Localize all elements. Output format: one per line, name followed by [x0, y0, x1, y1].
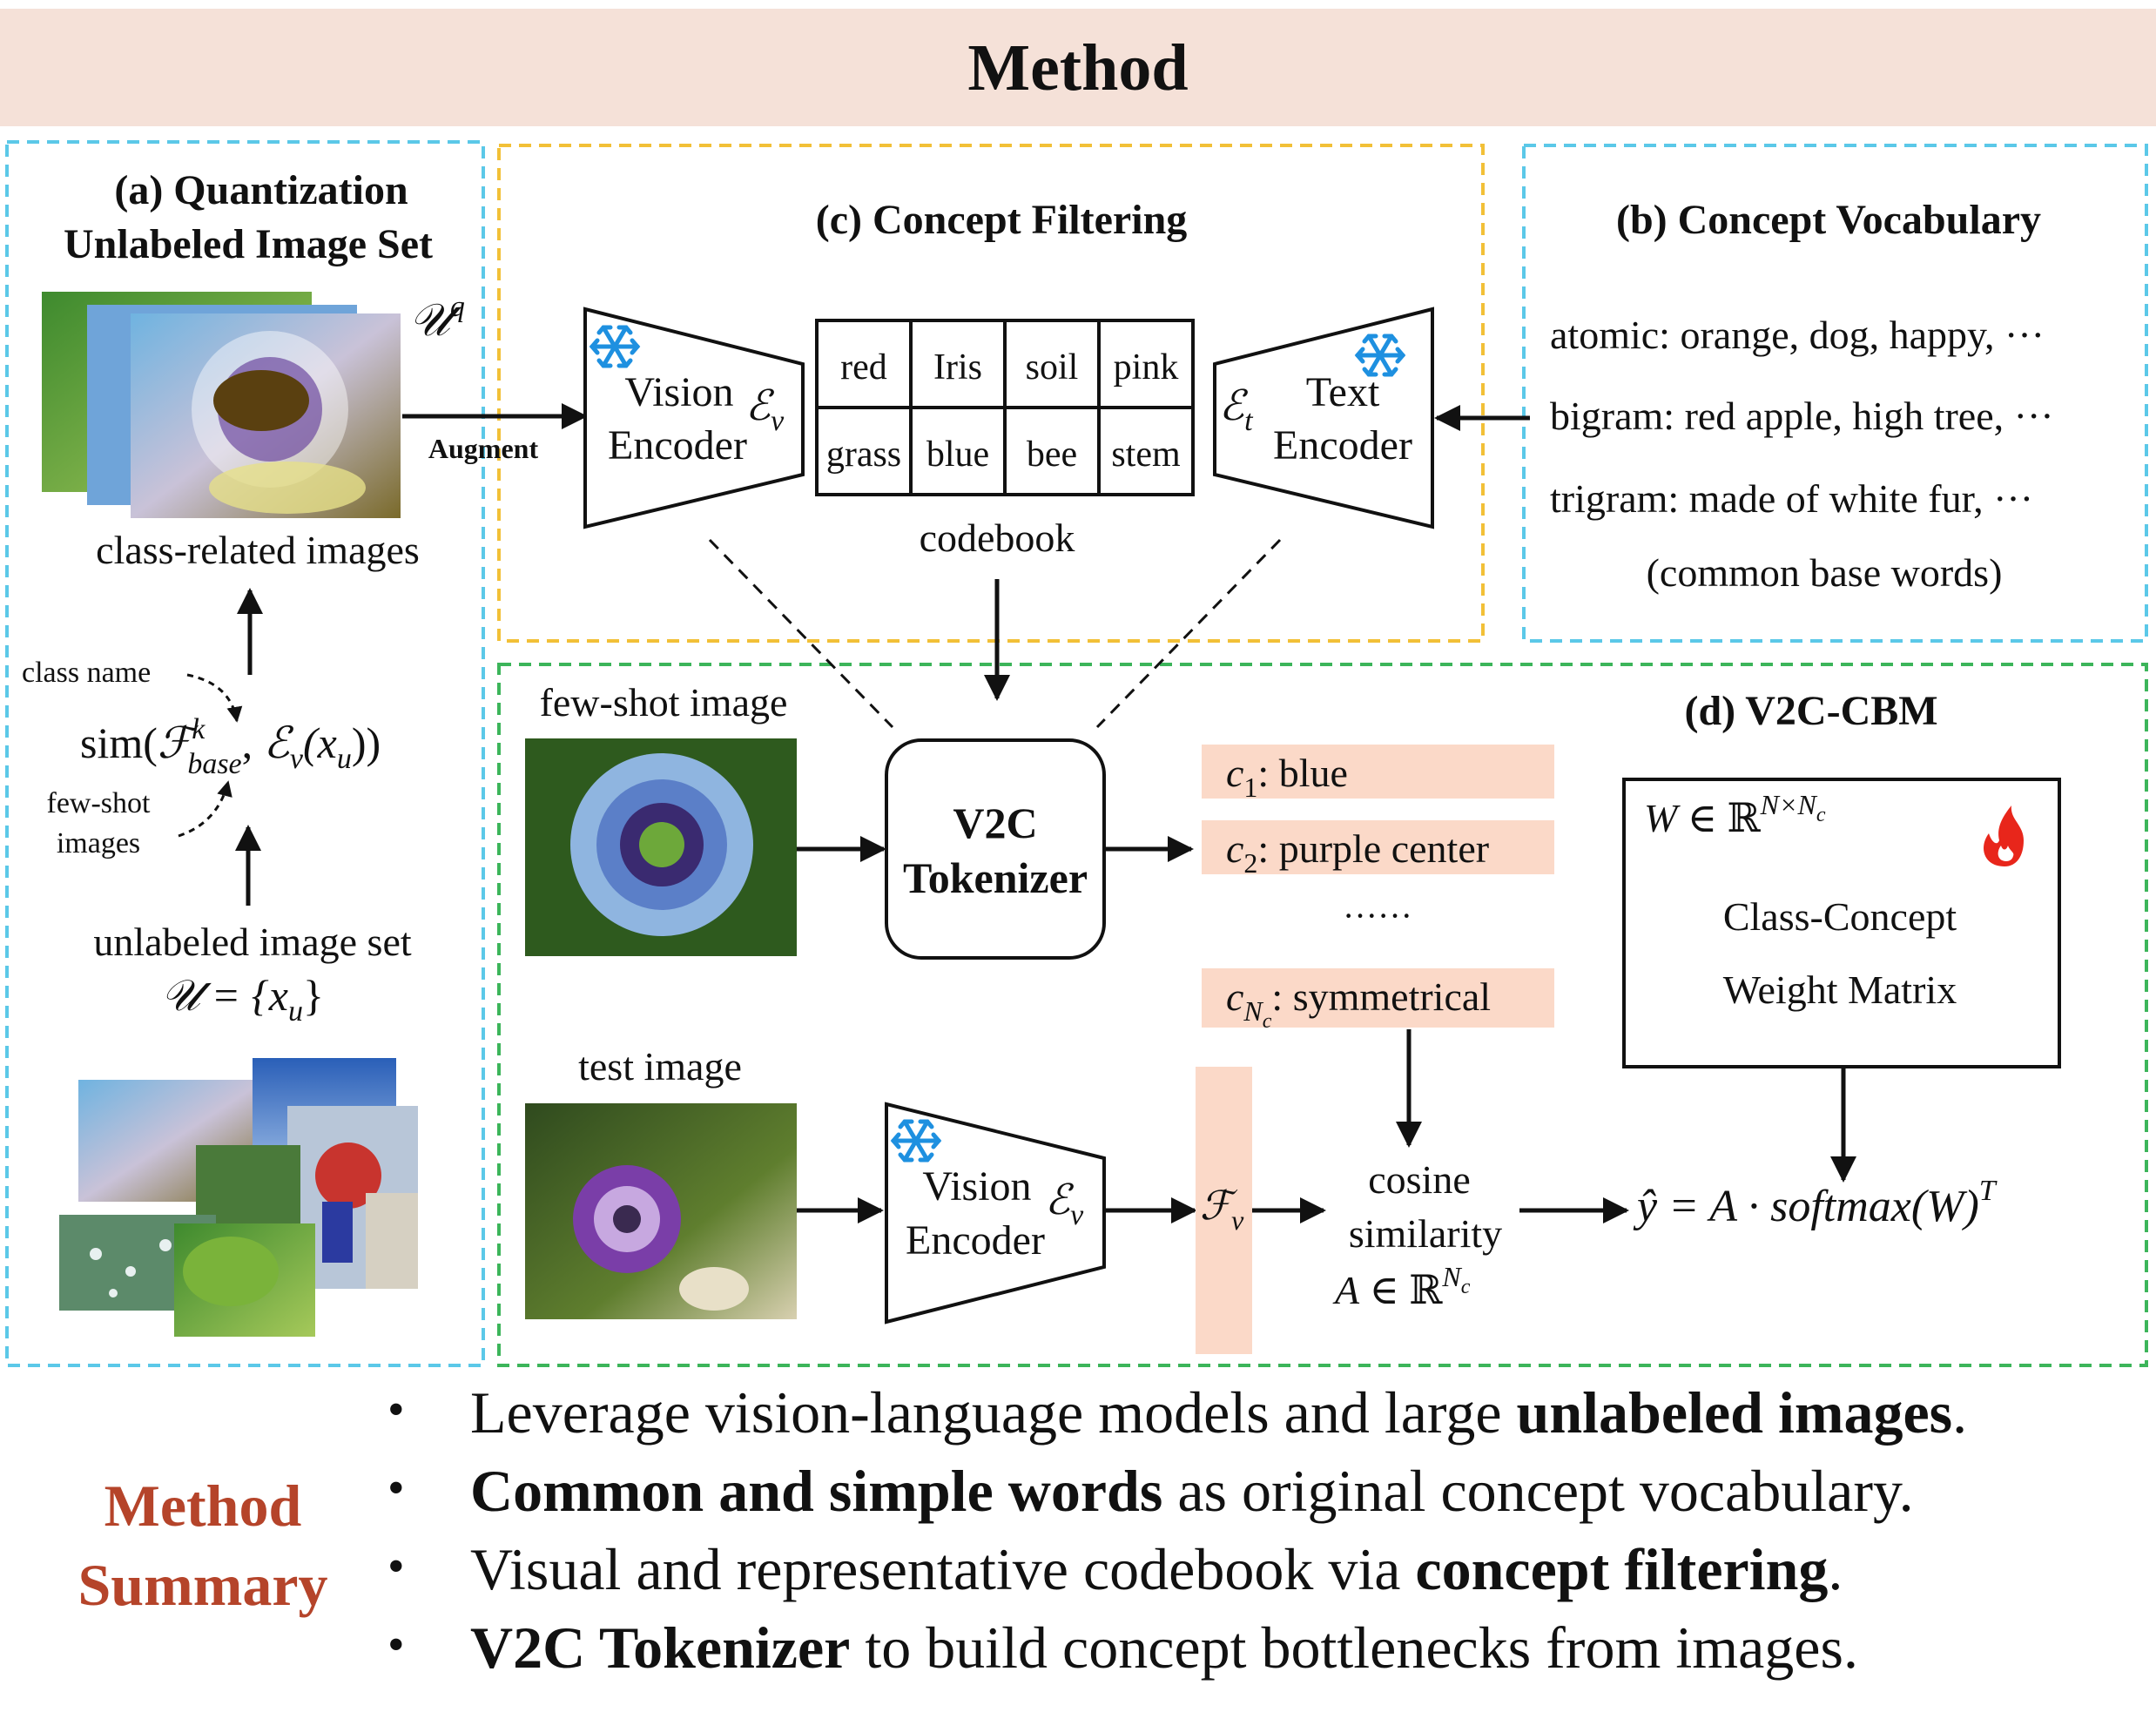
figure-title: Method — [967, 31, 1188, 104]
class-related-label: class-related images — [96, 528, 420, 572]
v2c-tokenizer: V2C Tokenizer — [885, 738, 1106, 960]
summary-bullet: Visual and representative codebook via c… — [470, 1536, 1843, 1602]
codebook-cell: bee — [1027, 435, 1077, 475]
unlabeled-image-collage — [59, 1058, 418, 1337]
panel-c-border — [497, 144, 1485, 643]
svg-text:V2C: V2C — [953, 799, 1037, 847]
panel-b-border — [1522, 144, 2148, 643]
svg-text:Text: Text — [1306, 369, 1380, 415]
svg-text:Class-Concept: Class-Concept — [1723, 894, 1957, 939]
unlabeled-set-label: unlabeled image set — [93, 920, 412, 964]
panel-a-border — [5, 140, 485, 1367]
summary-bullet-glyph: • — [387, 1461, 405, 1515]
summary-label-line1: Method — [104, 1473, 302, 1539]
weight-matrix-box: W ∈ ℝN×Nc Class-Concept Weight Matrix — [1622, 778, 2061, 1068]
dashed-link-text — [1095, 538, 1282, 729]
svg-text:Encoder: Encoder — [608, 422, 747, 468]
panel-c-title: (c) Concept Filtering — [816, 197, 1188, 243]
snowflake-icon — [1354, 334, 1406, 377]
codebook-cell: stem — [1111, 435, 1181, 475]
title-band — [0, 9, 2156, 126]
fire-icon — [1984, 805, 2024, 866]
cosine-line1: cosine — [1368, 1157, 1471, 1202]
dashed-link-vision — [708, 538, 894, 729]
svg-text:Tokenizer: Tokenizer — [903, 853, 1088, 902]
svg-text:ℰv: ℰv — [1045, 1177, 1084, 1231]
class-name-dashed-arrow — [186, 673, 243, 723]
panel-d-border — [497, 663, 2148, 1367]
panel-b-title: (b) Concept Vocabulary — [1616, 197, 2041, 243]
panel-a-title-line2: Unlabeled Image Set — [64, 221, 433, 267]
fewshot-images-label-line1: few-shot — [47, 787, 152, 819]
unlabeled-set-formula: 𝒰 = {xu} — [161, 971, 324, 1028]
vocab-trigram: trigram: made of white fur, ··· — [1550, 476, 2033, 521]
fewshot-dashed-arrow — [178, 780, 232, 838]
svg-text:Vision: Vision — [624, 369, 733, 415]
vision-encoder-c: Vision Encoder ℰv — [583, 307, 805, 529]
text-encoder: Text Encoder ℰt — [1213, 307, 1434, 529]
codebook-cell: Iris — [933, 347, 982, 388]
panel-a-title-line1: (a) Quantization — [114, 167, 408, 213]
concept-text: c1: blue — [1226, 751, 1348, 803]
svg-text:Encoder: Encoder — [906, 1217, 1045, 1264]
summary-bullet-glyph: • — [387, 1383, 405, 1437]
concept-text: c2: purple center — [1226, 826, 1489, 879]
summary-bullet: V2C Tokenizer to build concept bottlenec… — [470, 1614, 1858, 1681]
codebook-grid: red Iris soil pink grass blue bee stem — [815, 319, 1195, 496]
summary-bullet: Common and simple words as original conc… — [470, 1458, 1914, 1524]
cosine-line2: similarity — [1349, 1211, 1502, 1256]
cosine-formula: A ∈ ℝNc — [1332, 1261, 1471, 1312]
svg-text:ℰv: ℰv — [745, 383, 785, 437]
codebook-cell: grass — [826, 435, 901, 475]
concept-box — [1202, 968, 1554, 1028]
snowflake-icon — [890, 1119, 942, 1163]
codebook-cell: blue — [926, 435, 989, 475]
svg-text:ℰt: ℰt — [1219, 383, 1254, 437]
concept-box — [1202, 820, 1554, 874]
prediction-formula: ŷ = A · softmax(W)T — [1633, 1175, 1998, 1231]
codebook-cell: soil — [1026, 347, 1079, 388]
class-related-images — [42, 292, 401, 518]
vocab-bigram: bigram: red apple, high tree, ··· — [1550, 394, 2054, 438]
codebook-cell: red — [840, 347, 887, 388]
codebook-cell: pink — [1114, 347, 1179, 388]
vocab-note: (common base words) — [1647, 550, 2003, 595]
svg-text:W ∈ ℝN×Nc: W ∈ ℝN×Nc — [1644, 789, 1826, 840]
concept-ellipsis: ······ — [1343, 896, 1412, 935]
feature-bar — [1196, 1067, 1252, 1354]
fewshot-image — [525, 738, 797, 956]
summary-bullet: Leverage vision-language models and larg… — [470, 1379, 1967, 1446]
concept-box — [1202, 745, 1554, 799]
test-image — [525, 1103, 797, 1319]
test-image-label: test image — [578, 1044, 742, 1089]
summary-bullet-glyph: • — [387, 1540, 405, 1594]
vision-encoder-d: Vision Encoder ℰv — [885, 1102, 1106, 1324]
fewshot-images-label-line2: images — [57, 827, 140, 859]
summary-label-line2: Summary — [77, 1552, 327, 1618]
uq-symbol: 𝒰q — [409, 291, 465, 346]
snowflake-icon — [589, 325, 641, 368]
class-name-label: class name — [22, 657, 151, 689]
concept-text: cNc: symmetrical — [1226, 974, 1491, 1033]
svg-text:Weight Matrix: Weight Matrix — [1723, 967, 1957, 1012]
svg-text:Vision: Vision — [922, 1163, 1031, 1210]
codebook-label: codebook — [920, 516, 1075, 560]
vocab-atomic: atomic: orange, dog, happy, ··· — [1550, 313, 2045, 357]
panel-d-title: (d) V2C-CBM — [1684, 688, 1937, 734]
summary-bullet-glyph: • — [387, 1618, 405, 1672]
fewshot-image-label: few-shot image — [540, 680, 788, 725]
svg-text:Encoder: Encoder — [1273, 422, 1412, 468]
augment-label: Augment — [428, 433, 539, 464]
